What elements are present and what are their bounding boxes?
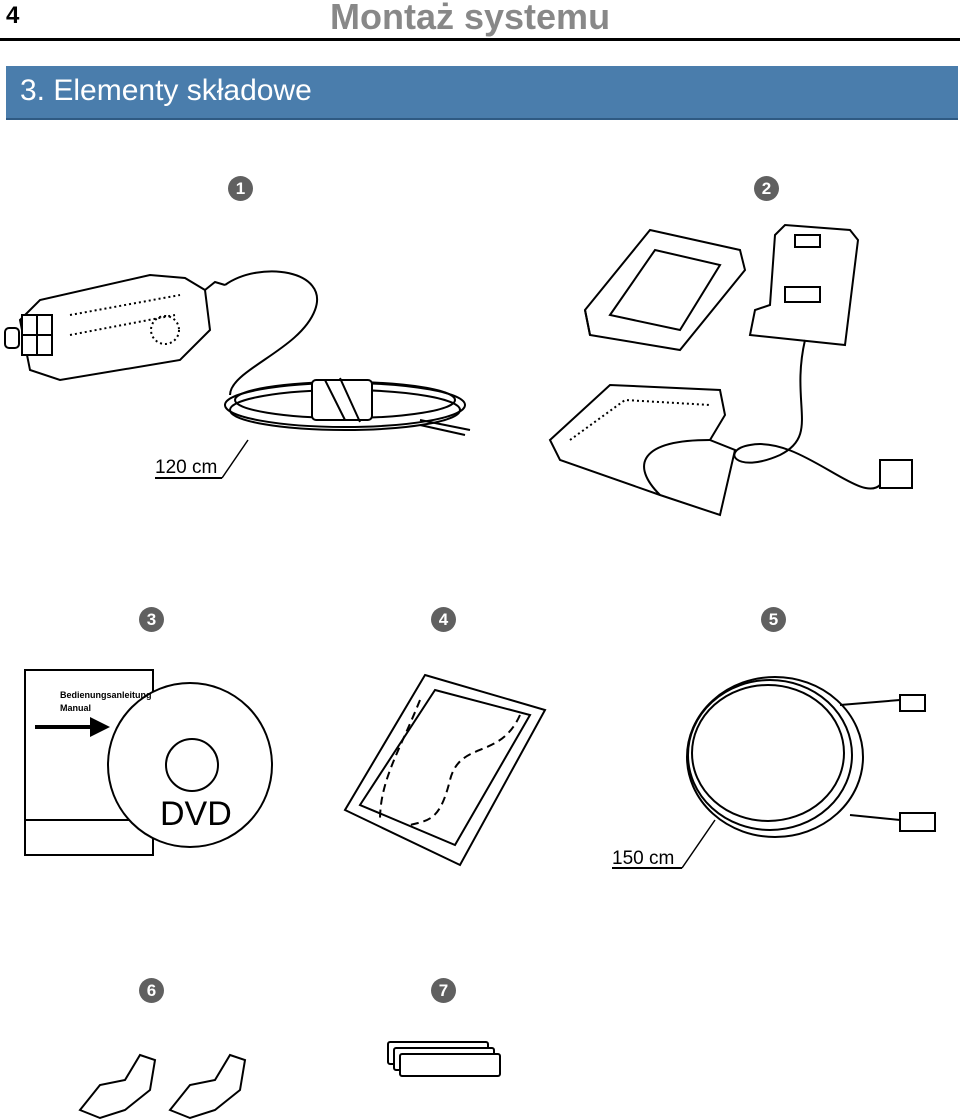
dvd-label: DVD bbox=[160, 795, 232, 833]
page-number: 4 bbox=[6, 2, 20, 29]
item-number-badge: 1 bbox=[228, 176, 253, 201]
section-title: 3. Elementy składowe bbox=[20, 74, 312, 107]
adhesive-pad-illustration bbox=[343, 673, 547, 867]
adhesive-strips-illustration bbox=[387, 1041, 501, 1077]
usb-cable-illustration bbox=[612, 676, 936, 869]
item-number-badge: 7 bbox=[431, 978, 456, 1003]
chapter-title: Montaż systemu bbox=[330, 0, 611, 37]
clips-illustration bbox=[78, 1053, 247, 1120]
usb-cable-length-label: 150 cm bbox=[612, 848, 675, 869]
item-number-badge: 3 bbox=[139, 607, 164, 632]
item-number-badge: 2 bbox=[754, 176, 779, 201]
item-number-badge: 5 bbox=[761, 607, 786, 632]
section-banner: 3. Elementy składowe bbox=[6, 66, 958, 120]
manual-title-text: Bedienungsanleitung bbox=[60, 690, 152, 700]
cable-length-label: 120 cm bbox=[155, 457, 218, 478]
sensor-with-cable-illustration bbox=[4, 270, 471, 479]
item-number-badge: 6 bbox=[139, 978, 164, 1003]
remote-holder-and-case-illustration bbox=[548, 223, 913, 517]
manual-and-dvd-illustration bbox=[24, 669, 273, 856]
header-rule bbox=[0, 38, 960, 41]
manual-subtitle-text: Manual bbox=[60, 703, 92, 713]
item-number-badge: 4 bbox=[431, 607, 456, 632]
